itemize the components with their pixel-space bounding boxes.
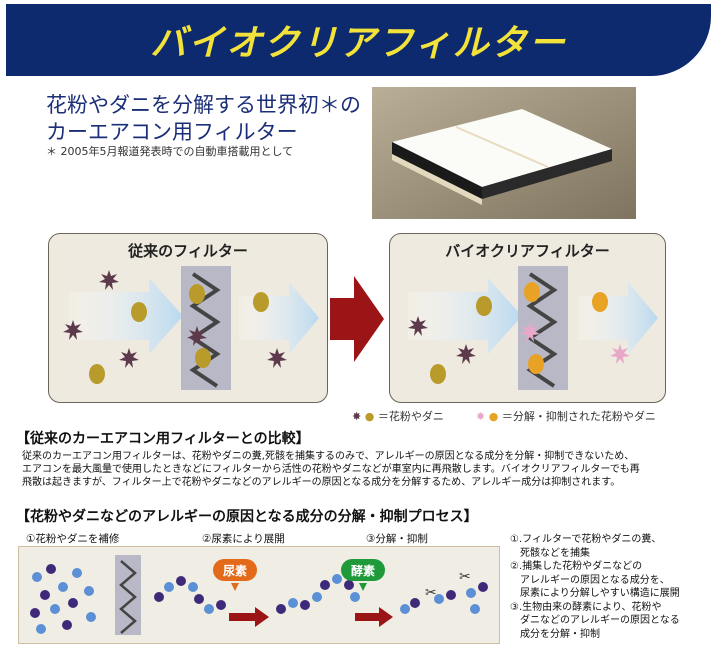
mite-icon xyxy=(430,296,492,384)
urea-badge: 尿素 xyxy=(213,559,257,591)
legend-decomposed: ✸ ● ＝分解・抑制された花粉やダニ xyxy=(476,408,656,424)
mite-icon xyxy=(89,284,269,384)
svg-text:✂: ✂ xyxy=(459,569,471,585)
process-explanation: ①.フィルターで花粉やダニの糞、 死骸などを捕集 ②.捕集した花粉やダニなどの … xyxy=(510,533,680,641)
legend-pollen-mites-label: ＝花粉やダニ xyxy=(377,410,444,423)
arrow-icon xyxy=(355,607,393,627)
headline-line-1: 花粉やダニを分解する世界初＊の xyxy=(46,93,361,117)
headline: 花粉やダニを分解する世界初＊の カーエアコン用フィルター xyxy=(46,92,361,146)
explain-line: 成分を分解・抑制 xyxy=(510,628,600,640)
legend-decomposed-label: ＝分解・抑制された花粉やダニ xyxy=(501,410,656,423)
molecule-chain xyxy=(276,574,360,614)
svg-text:✂: ✂ xyxy=(425,585,437,601)
banner-title: バイオクリアフィルター xyxy=(150,23,567,64)
arrow-icon xyxy=(229,607,269,627)
air-flow-arrow-icon xyxy=(578,282,658,354)
comparison-line-1: 従来のカーエアコン用フィルターは、花粉やダニの糞,死骸を捕集するのみで、アレルギ… xyxy=(22,451,635,462)
pollen-icon: ✸ xyxy=(352,410,362,423)
molecule-chain xyxy=(154,576,226,614)
decomposed-pollen-icon xyxy=(520,322,630,364)
comparison-text: 従来のカーエアコン用フィルターは、花粉やダニの糞,死骸を捕集するのみで、アレルギ… xyxy=(22,450,702,489)
enzyme-badge: 酵素 xyxy=(341,559,385,591)
comparison-heading: 【従来のカーエアコン用フィルターとの比較】 xyxy=(16,431,310,447)
explain-line: 尿素により分解しやすい構造に展開 xyxy=(510,588,680,599)
process-step-3: ③分解・抑制 xyxy=(366,533,428,545)
decomposed-mite-icon xyxy=(524,282,608,374)
explain-line: ②.捕集した花粉やダニなどの xyxy=(510,561,643,572)
air-flow-arrow-icon xyxy=(408,278,522,354)
process-step-2: ②尿素により展開 xyxy=(202,533,285,545)
explain-line: 死骸などを捕集 xyxy=(510,547,590,559)
title-banner: バイオクリアフィルター xyxy=(6,4,711,76)
process-heading: 【花粉やダニなどのアレルギーの原因となる成分の分解・抑制プロセス】 xyxy=(16,509,478,525)
conventional-filter-panel: 従来のフィルター xyxy=(48,233,328,403)
enzyme-badge-label: 酵素 xyxy=(351,563,375,578)
filter-product-photo xyxy=(372,87,636,219)
comparison-line-3: 飛散は起きますが、フィルター上で花粉やダニなどのアレルギーの原因となる成分を分解… xyxy=(22,477,621,488)
transition-arrow-icon xyxy=(330,276,384,366)
air-flow-arrow-icon xyxy=(239,282,319,354)
legend-pollen-mites: ✸ ● ＝花粉やダニ xyxy=(352,408,444,424)
scissors-icon: ✂ ✂ xyxy=(425,569,471,601)
process-diagram: 尿素 酵素 xyxy=(18,546,500,644)
molecule-cluster xyxy=(30,564,96,634)
process-step-1: ①花粉やダニを補修 xyxy=(26,533,120,545)
urea-badge-label: 尿素 xyxy=(223,563,247,578)
explain-line: ダニなどのアレルギーの原因となる xyxy=(510,615,680,626)
explain-line: アレルギーの原因となる成分を、 xyxy=(510,574,670,586)
air-flow-arrow-icon xyxy=(69,278,183,354)
decomposed-pollen-icon: ✸ xyxy=(476,410,486,423)
mite-icon: ● xyxy=(364,410,375,423)
molecule-fragments xyxy=(400,582,488,614)
bioclear-filter-title: バイオクリアフィルター xyxy=(445,242,610,260)
headline-footnote: ＊ 2005年5月報道発表時での自動車搭載用として xyxy=(46,145,294,158)
headline-line-2: カーエアコン用フィルター xyxy=(46,120,298,144)
conventional-filter-title: 従来のフィルター xyxy=(128,242,248,260)
comparison-line-2: エアコンを最大風量で使用したときなどにフィルターから活性の花粉やダニなどが車室内… xyxy=(22,464,640,475)
filter-zigzag-icon xyxy=(119,560,137,634)
bioclear-filter-panel: バイオクリアフィルター xyxy=(389,233,666,403)
pollen-icon xyxy=(63,270,287,368)
decomposed-mite-icon: ● xyxy=(488,410,499,423)
explain-line: ③.生物由来の酵素により、花粉や xyxy=(510,601,662,613)
explain-line: ①.フィルターで花粉やダニの糞、 xyxy=(510,534,662,545)
pollen-icon xyxy=(408,316,476,364)
